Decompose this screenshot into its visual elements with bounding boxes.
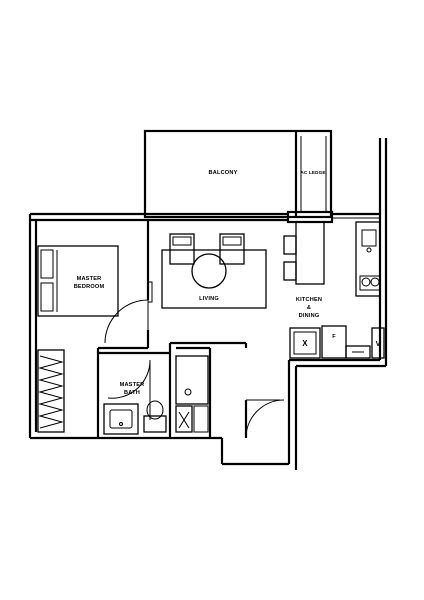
washer-label: X bbox=[302, 339, 308, 348]
fridge: F bbox=[321, 325, 347, 359]
dryer-label: V bbox=[376, 341, 381, 348]
master-bedroom-label-2: BEDROOM bbox=[74, 284, 105, 290]
dining-counter bbox=[283, 221, 325, 285]
master-bath-label-1: MASTER bbox=[120, 382, 145, 388]
master-bedroom-label-1: MASTER bbox=[77, 276, 102, 282]
top-window bbox=[147, 210, 380, 224]
wardrobe bbox=[37, 349, 65, 433]
fridge-label: F bbox=[332, 334, 336, 340]
ac-ledge-label: AC LEDGE bbox=[300, 170, 325, 175]
living-label: LIVING bbox=[199, 296, 219, 302]
master-bath-label-2: BATH bbox=[124, 390, 140, 396]
washer-unit: X V bbox=[289, 327, 385, 359]
living-furniture bbox=[147, 233, 267, 309]
interior-walls bbox=[98, 220, 248, 438]
kitchen-label-3: DINING bbox=[299, 313, 320, 319]
balcony-area bbox=[143, 129, 333, 219]
bath-door bbox=[107, 359, 151, 420]
kitchen-counter bbox=[355, 221, 381, 297]
balcony-label: BALCONY bbox=[208, 170, 237, 176]
kitchen-label-1: KITCHEN bbox=[296, 297, 322, 303]
exterior-walls bbox=[28, 138, 388, 470]
bed bbox=[37, 245, 119, 317]
entrance-door bbox=[244, 399, 285, 439]
bedroom-door bbox=[104, 299, 149, 345]
bath-fixtures bbox=[103, 355, 209, 435]
kitchen-label-2: & bbox=[307, 305, 311, 311]
